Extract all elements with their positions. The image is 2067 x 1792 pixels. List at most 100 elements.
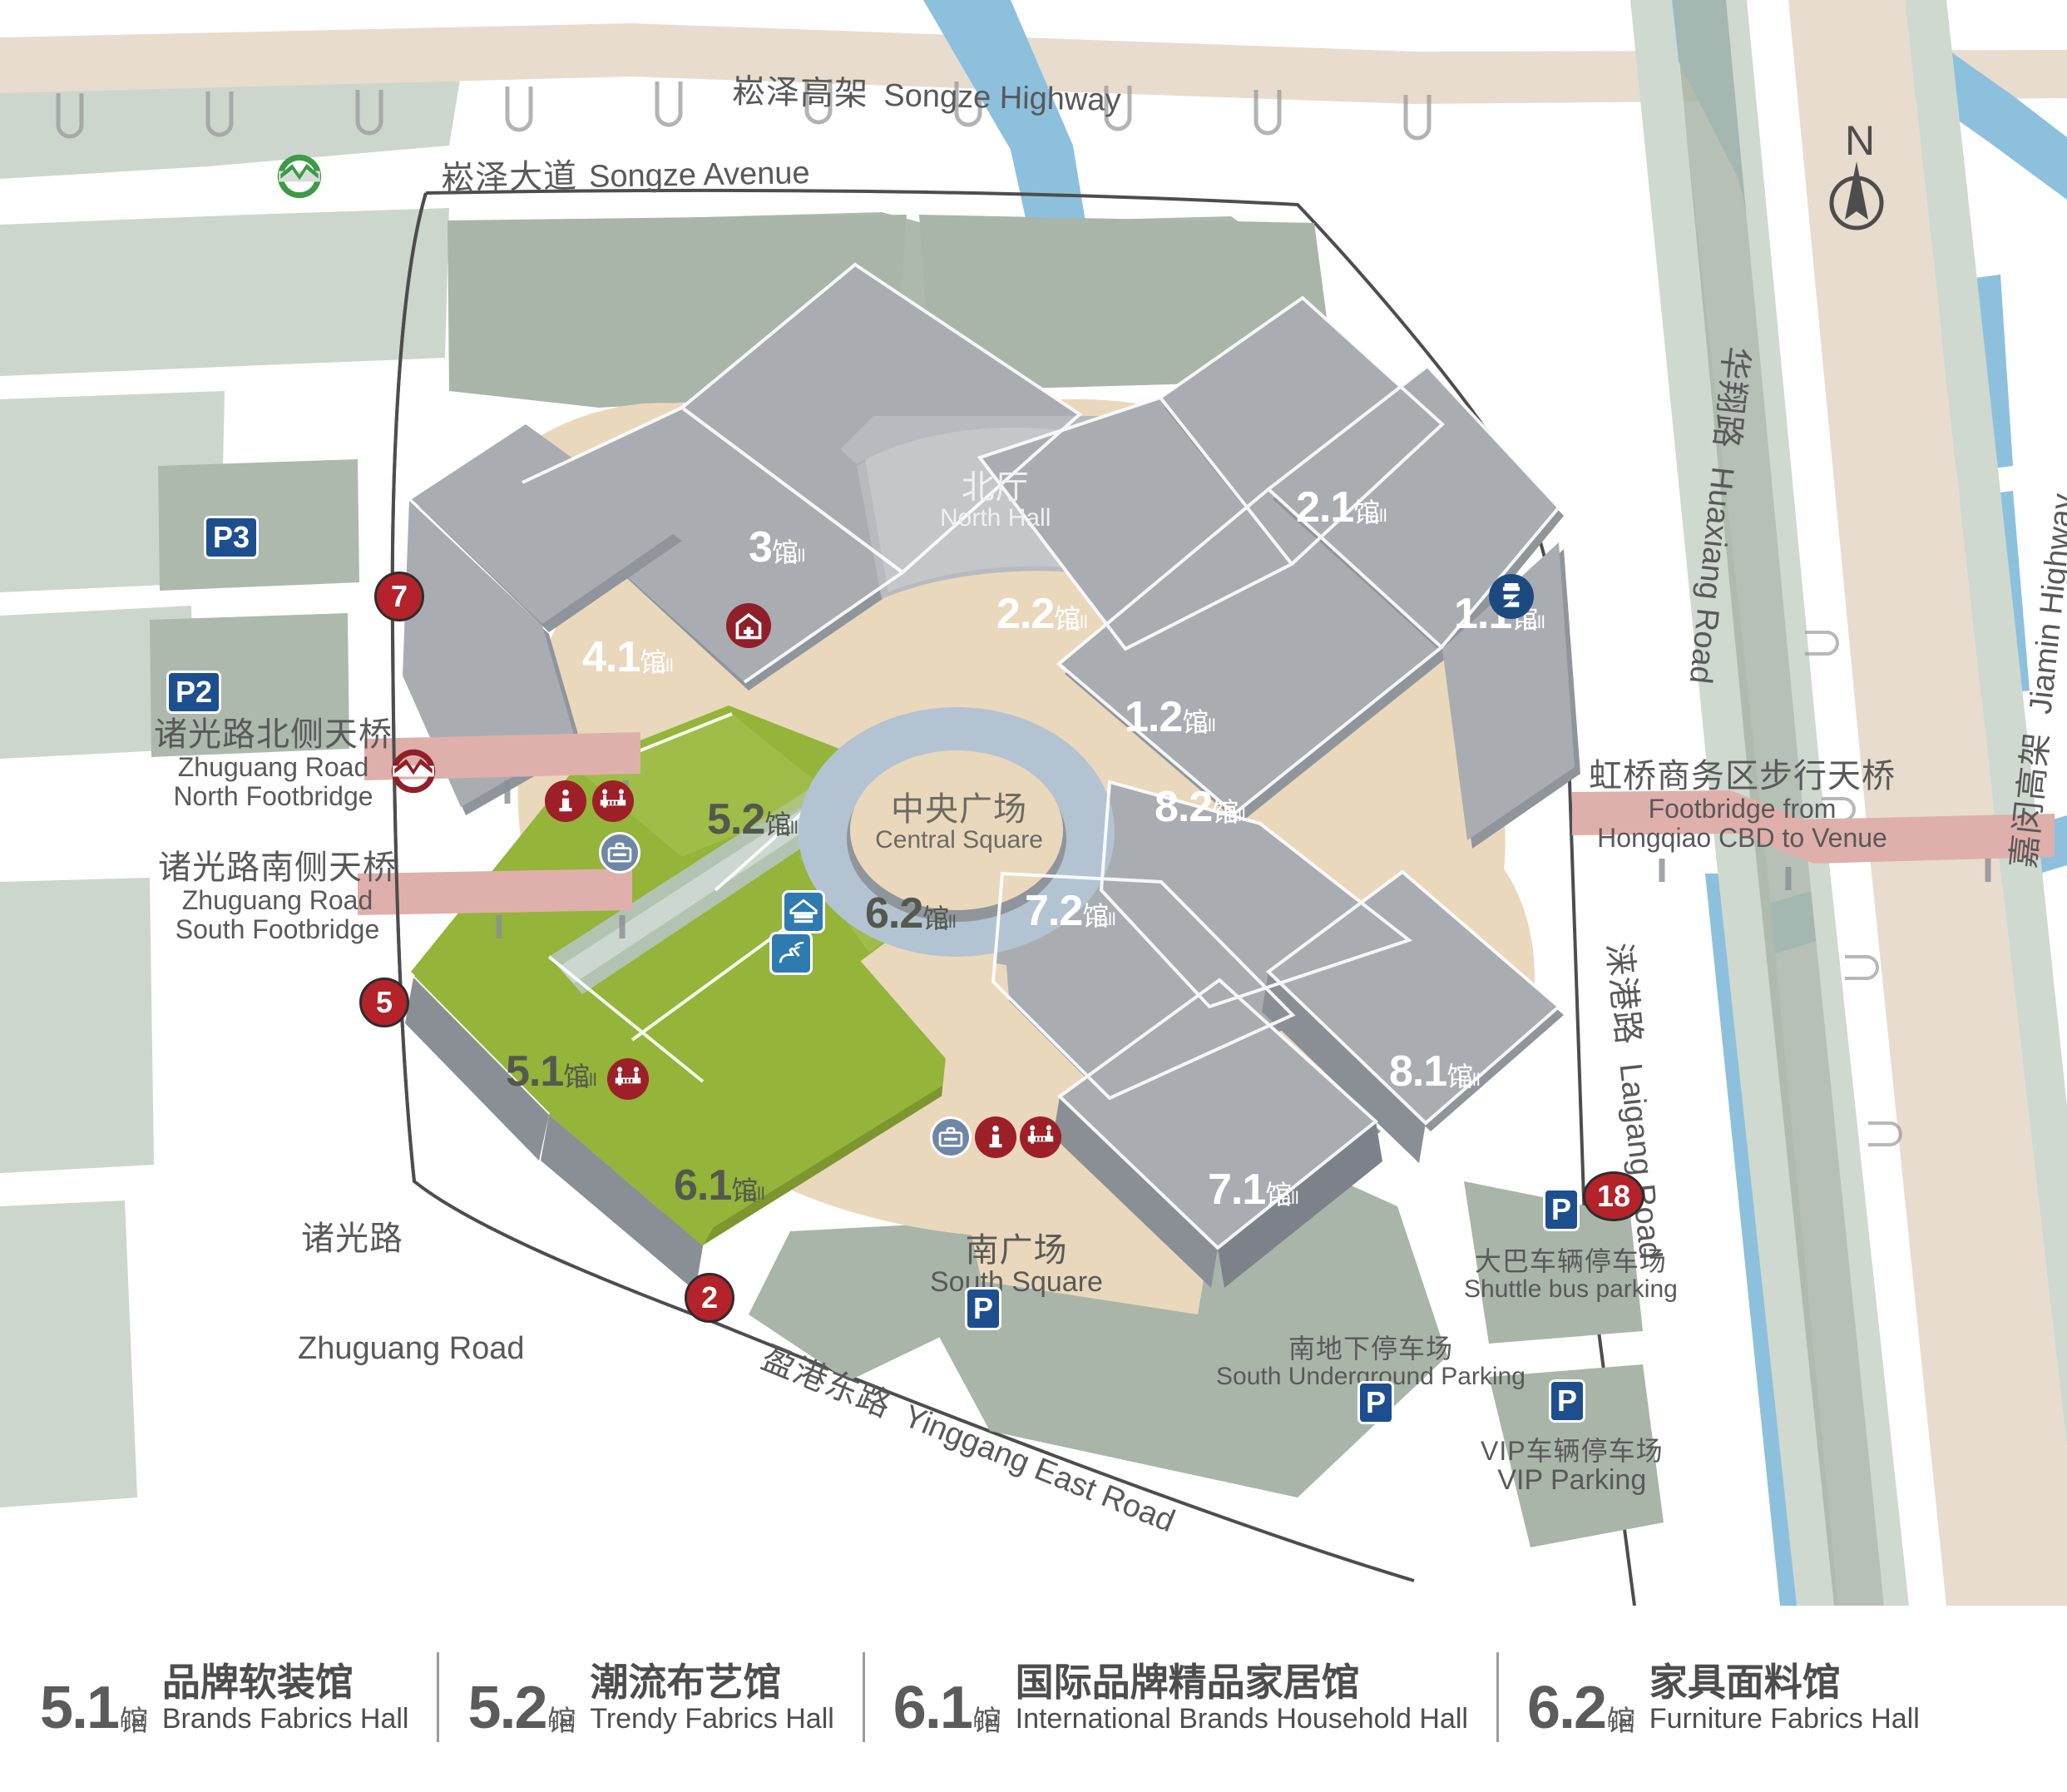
legend-name-cn: 品牌软装馆 [161, 1660, 354, 1704]
hall-hall: Hall [1515, 613, 1545, 632]
registration-desk-icon-west[interactable] [592, 780, 634, 822]
hall-label-4-1[interactable]: 4.1馆Hall [582, 632, 674, 682]
legend-guan: 馆 [1607, 1705, 1636, 1738]
hall-label-2-1[interactable]: 2.1馆Hall [1296, 483, 1387, 532]
gate-number: 5 [375, 985, 393, 1019]
hall-label-8-1[interactable]: 8.1馆Hall [1389, 1047, 1481, 1096]
hall-label-1-2[interactable]: 1.2馆Hall [1125, 692, 1216, 742]
parking-label: P [1556, 1384, 1577, 1418]
parking-sign-vip[interactable]: P [1549, 1379, 1585, 1423]
hall-label-6-2[interactable]: 6.2馆Hall [865, 889, 957, 938]
registration-desk-icon-center[interactable] [607, 1058, 649, 1100]
legend-name-en: International Brands Household Hall [1015, 1703, 1468, 1735]
registration-desk-icon-south[interactable] [1020, 1116, 1061, 1158]
hall-legend: 5.1 馆 Hall 品牌软装馆 Brands Fabrics Hall 5.2… [0, 1606, 2067, 1792]
information-icon-west[interactable] [545, 780, 586, 822]
cloakroom-icon-south[interactable] [930, 1116, 972, 1158]
hall-hall: Hall [1268, 1189, 1299, 1208]
legend-item-5-2[interactable]: 5.2 馆 Hall 潮流布艺馆 Trendy Fabrics Hall [467, 1660, 834, 1742]
parking-sign-south-underground[interactable]: P [1357, 1381, 1394, 1424]
hall-number: 6.1 [674, 1161, 732, 1210]
building-east-wing [1442, 542, 1580, 849]
legend-guan: 馆 [972, 1705, 1001, 1738]
hall-label-3[interactable]: 3馆Hall [749, 522, 805, 572]
hall-guan: 馆 [563, 1062, 591, 1092]
legend-text: 潮流布艺馆 Trendy Fabrics Hall [590, 1660, 834, 1736]
legend-guan: 馆 [547, 1705, 576, 1738]
legend-name-cn: 潮流布艺馆 [590, 1660, 782, 1704]
hall-hall: Hall [566, 1071, 597, 1090]
parking-label: P3 [212, 520, 250, 554]
central-square [799, 707, 1115, 957]
hall-hall: Hall [643, 656, 674, 676]
legend-number: 6.1 [893, 1675, 973, 1742]
legend-code: 5.2 馆 Hall [467, 1675, 576, 1742]
metro-logo-icon-venue[interactable] [391, 749, 436, 794]
information-icon-south[interactable] [975, 1116, 1016, 1158]
map-canvas[interactable]: 崧泽高架 Songze Highway 崧泽大道 Songze Avenue 华… [0, 0, 2067, 1606]
wifi-hand-icon[interactable] [769, 932, 813, 975]
legend-name-en: Furniture Fabrics Hall [1649, 1703, 1920, 1735]
legend-hall: Hall [972, 1713, 1001, 1731]
parking-label: P [972, 1291, 993, 1325]
legend-item-5-1[interactable]: 5.1 馆 Hall 品牌软装馆 Brands Fabrics Hall [40, 1660, 408, 1742]
parking-sign-south-square[interactable]: P [965, 1287, 1001, 1330]
hall-guan: 馆 [1182, 707, 1209, 737]
hall-hall: Hall [1185, 716, 1216, 735]
hall-number: 5.1 [506, 1047, 564, 1096]
legend-number: 5.2 [467, 1675, 547, 1742]
hall-number: 7.2 [1025, 887, 1083, 935]
hall-guan: 馆 [771, 537, 799, 567]
parking-sign-p3[interactable]: P3 [204, 516, 259, 559]
gate-marker-5[interactable]: 5 [359, 978, 409, 1027]
north-arrow-icon [1829, 161, 1884, 230]
legend-number: 5.1 [40, 1675, 120, 1742]
parking-label: P [1365, 1385, 1386, 1419]
hall-guan: 馆 [1353, 498, 1381, 527]
legend-guan: 馆 [120, 1705, 149, 1738]
gate-marker-2[interactable]: 2 [685, 1273, 734, 1323]
hall-hall: Hall [734, 1185, 765, 1204]
legend-divider [1496, 1652, 1499, 1742]
hall-hall: Hall [1057, 613, 1088, 632]
legend-code: 6.1 馆 Hall [893, 1675, 1001, 1742]
gate-number: 2 [700, 1280, 719, 1314]
legend-name-en: Trendy Fabrics Hall [590, 1703, 834, 1735]
gate-marker-18[interactable]: 18 [1583, 1171, 1644, 1221]
first-aid-icon[interactable] [726, 603, 771, 648]
legend-item-6-1[interactable]: 6.1 馆 Hall 国际品牌精品家居馆 International Brand… [893, 1661, 1468, 1742]
hall-label-8-2[interactable]: 8.2馆Hall [1155, 782, 1246, 832]
hall-number: 4.1 [582, 633, 640, 681]
gate-number: 18 [1596, 1179, 1631, 1213]
parking-sign-p2[interactable]: P2 [166, 671, 221, 714]
parking-label: P2 [175, 675, 213, 709]
map-base-layer [0, 0, 2067, 1606]
gate-marker-7[interactable]: 7 [374, 572, 424, 621]
metro-logo-icon-north[interactable] [277, 154, 322, 199]
cloakroom-icon-west[interactable] [599, 832, 640, 874]
legend-hall: Hall [120, 1713, 147, 1731]
parking-label: P [1550, 1192, 1571, 1226]
police-icon[interactable] [1489, 574, 1534, 619]
hall-number: 8.2 [1155, 783, 1213, 831]
building-hall-2-1 [1160, 298, 1447, 574]
hall-label-5-1[interactable]: 5.1馆Hall [506, 1047, 597, 1096]
compass-label-n: N [1845, 117, 1876, 164]
hall-label-7-2[interactable]: 7.2馆Hall [1025, 886, 1116, 936]
hall-label-5-2[interactable]: 5.2馆Hall [707, 795, 799, 844]
parking-sign-shuttle-bus[interactable]: P [1543, 1188, 1580, 1231]
hall-guan: 馆 [1212, 797, 1239, 827]
hall-guan: 馆 [731, 1176, 759, 1205]
hall-label-2-2[interactable]: 2.2馆Hall [996, 589, 1088, 639]
hall-guan: 馆 [1446, 1062, 1474, 1092]
compass: N [1822, 116, 1921, 233]
hall-guan: 馆 [640, 647, 667, 677]
hall-label-6-1[interactable]: 6.1馆Hall [674, 1161, 765, 1210]
hall-hall: Hall [1450, 1071, 1481, 1090]
hall-label-7-1[interactable]: 7.1馆Hall [1208, 1165, 1299, 1215]
legend-item-6-2[interactable]: 6.2 馆 Hall 家具面料馆 Furniture Fabrics Hall [1527, 1661, 1920, 1738]
legend-hall: Hall [1607, 1713, 1634, 1731]
venue-brand-icon[interactable] [782, 890, 825, 933]
building-hall-8-1 [1268, 872, 1564, 1131]
